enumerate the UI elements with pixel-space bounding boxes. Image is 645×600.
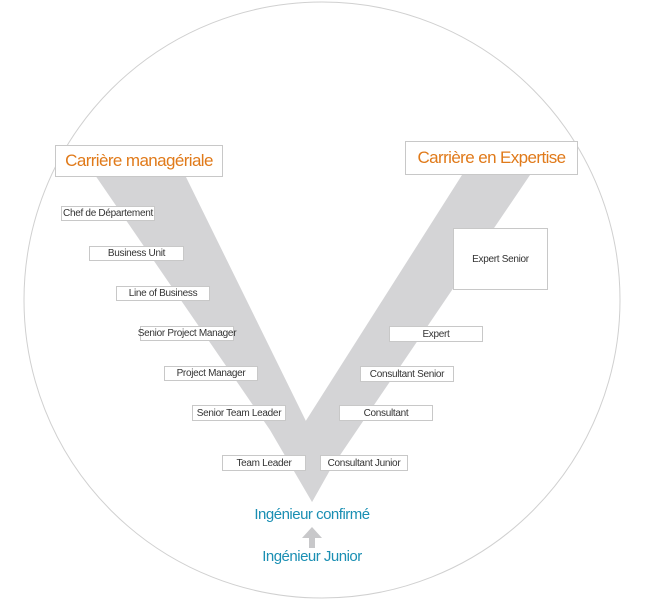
step-consultant-junior: Consultant Junior — [320, 455, 408, 471]
base-arrow-icon — [302, 527, 322, 548]
step-consultant-senior: Consultant Senior — [360, 366, 454, 382]
expertise-title: Carrière en Expertise — [405, 141, 578, 175]
step-expert-senior: Expert Senior — [453, 228, 548, 290]
ingenieur-confirme-label: Ingénieur confirmé — [254, 506, 370, 523]
step-chef-de-departement: Chef de Département — [61, 206, 155, 221]
expertise-title-text: Carrière en Expertise — [417, 148, 566, 167]
step-business-unit: Business Unit — [89, 246, 184, 261]
step-senior-team-leader: Senior Team Leader — [192, 405, 286, 421]
step-team-leader: Team Leader — [222, 455, 306, 471]
management-title-text: Carrière managériale — [65, 151, 213, 170]
background-circle — [23, 1, 621, 599]
step-consultant: Consultant — [339, 405, 433, 421]
step-project-manager: Project Manager — [164, 366, 258, 381]
management-title: Carrière managériale — [55, 145, 223, 177]
step-expert: Expert — [389, 326, 483, 342]
step-line-of-business: Line of Business — [116, 286, 210, 301]
ingenieur-junior-label: Ingénieur Junior — [262, 548, 362, 565]
step-senior-project-manager: Senior Project Manager — [137, 326, 237, 341]
